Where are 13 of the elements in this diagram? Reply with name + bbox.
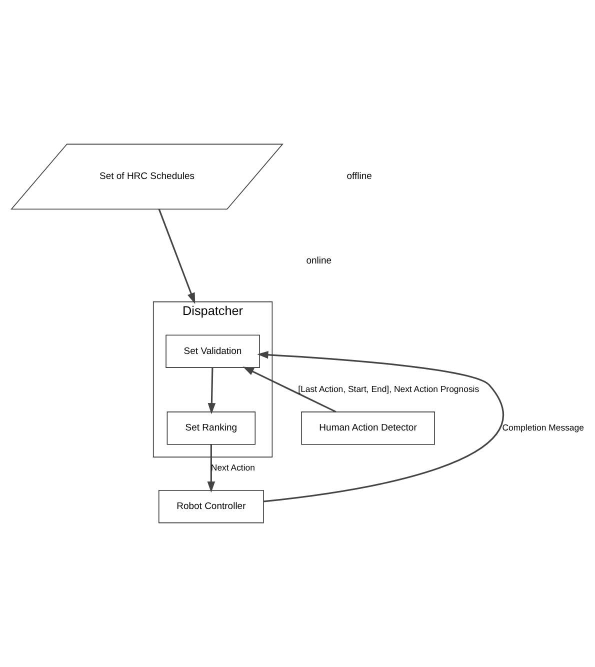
- arrow: [207, 444, 216, 493]
- arrow: [208, 368, 216, 414]
- label: online: [306, 255, 332, 266]
- edge-label: [Last Action, Start, End], Next Action Prognosis: [298, 384, 480, 394]
- arrow: [257, 350, 504, 502]
- node-box: Set Validation: [166, 334, 260, 368]
- arrow: [242, 366, 336, 413]
- edge-label: Completion Message: [502, 422, 584, 432]
- arrow: [158, 208, 196, 304]
- node-box: Set Ranking: [166, 412, 256, 445]
- node-box: Robot Controller: [158, 490, 264, 524]
- label: offline: [346, 171, 372, 182]
- node-box: Human Action Detector: [301, 412, 435, 445]
